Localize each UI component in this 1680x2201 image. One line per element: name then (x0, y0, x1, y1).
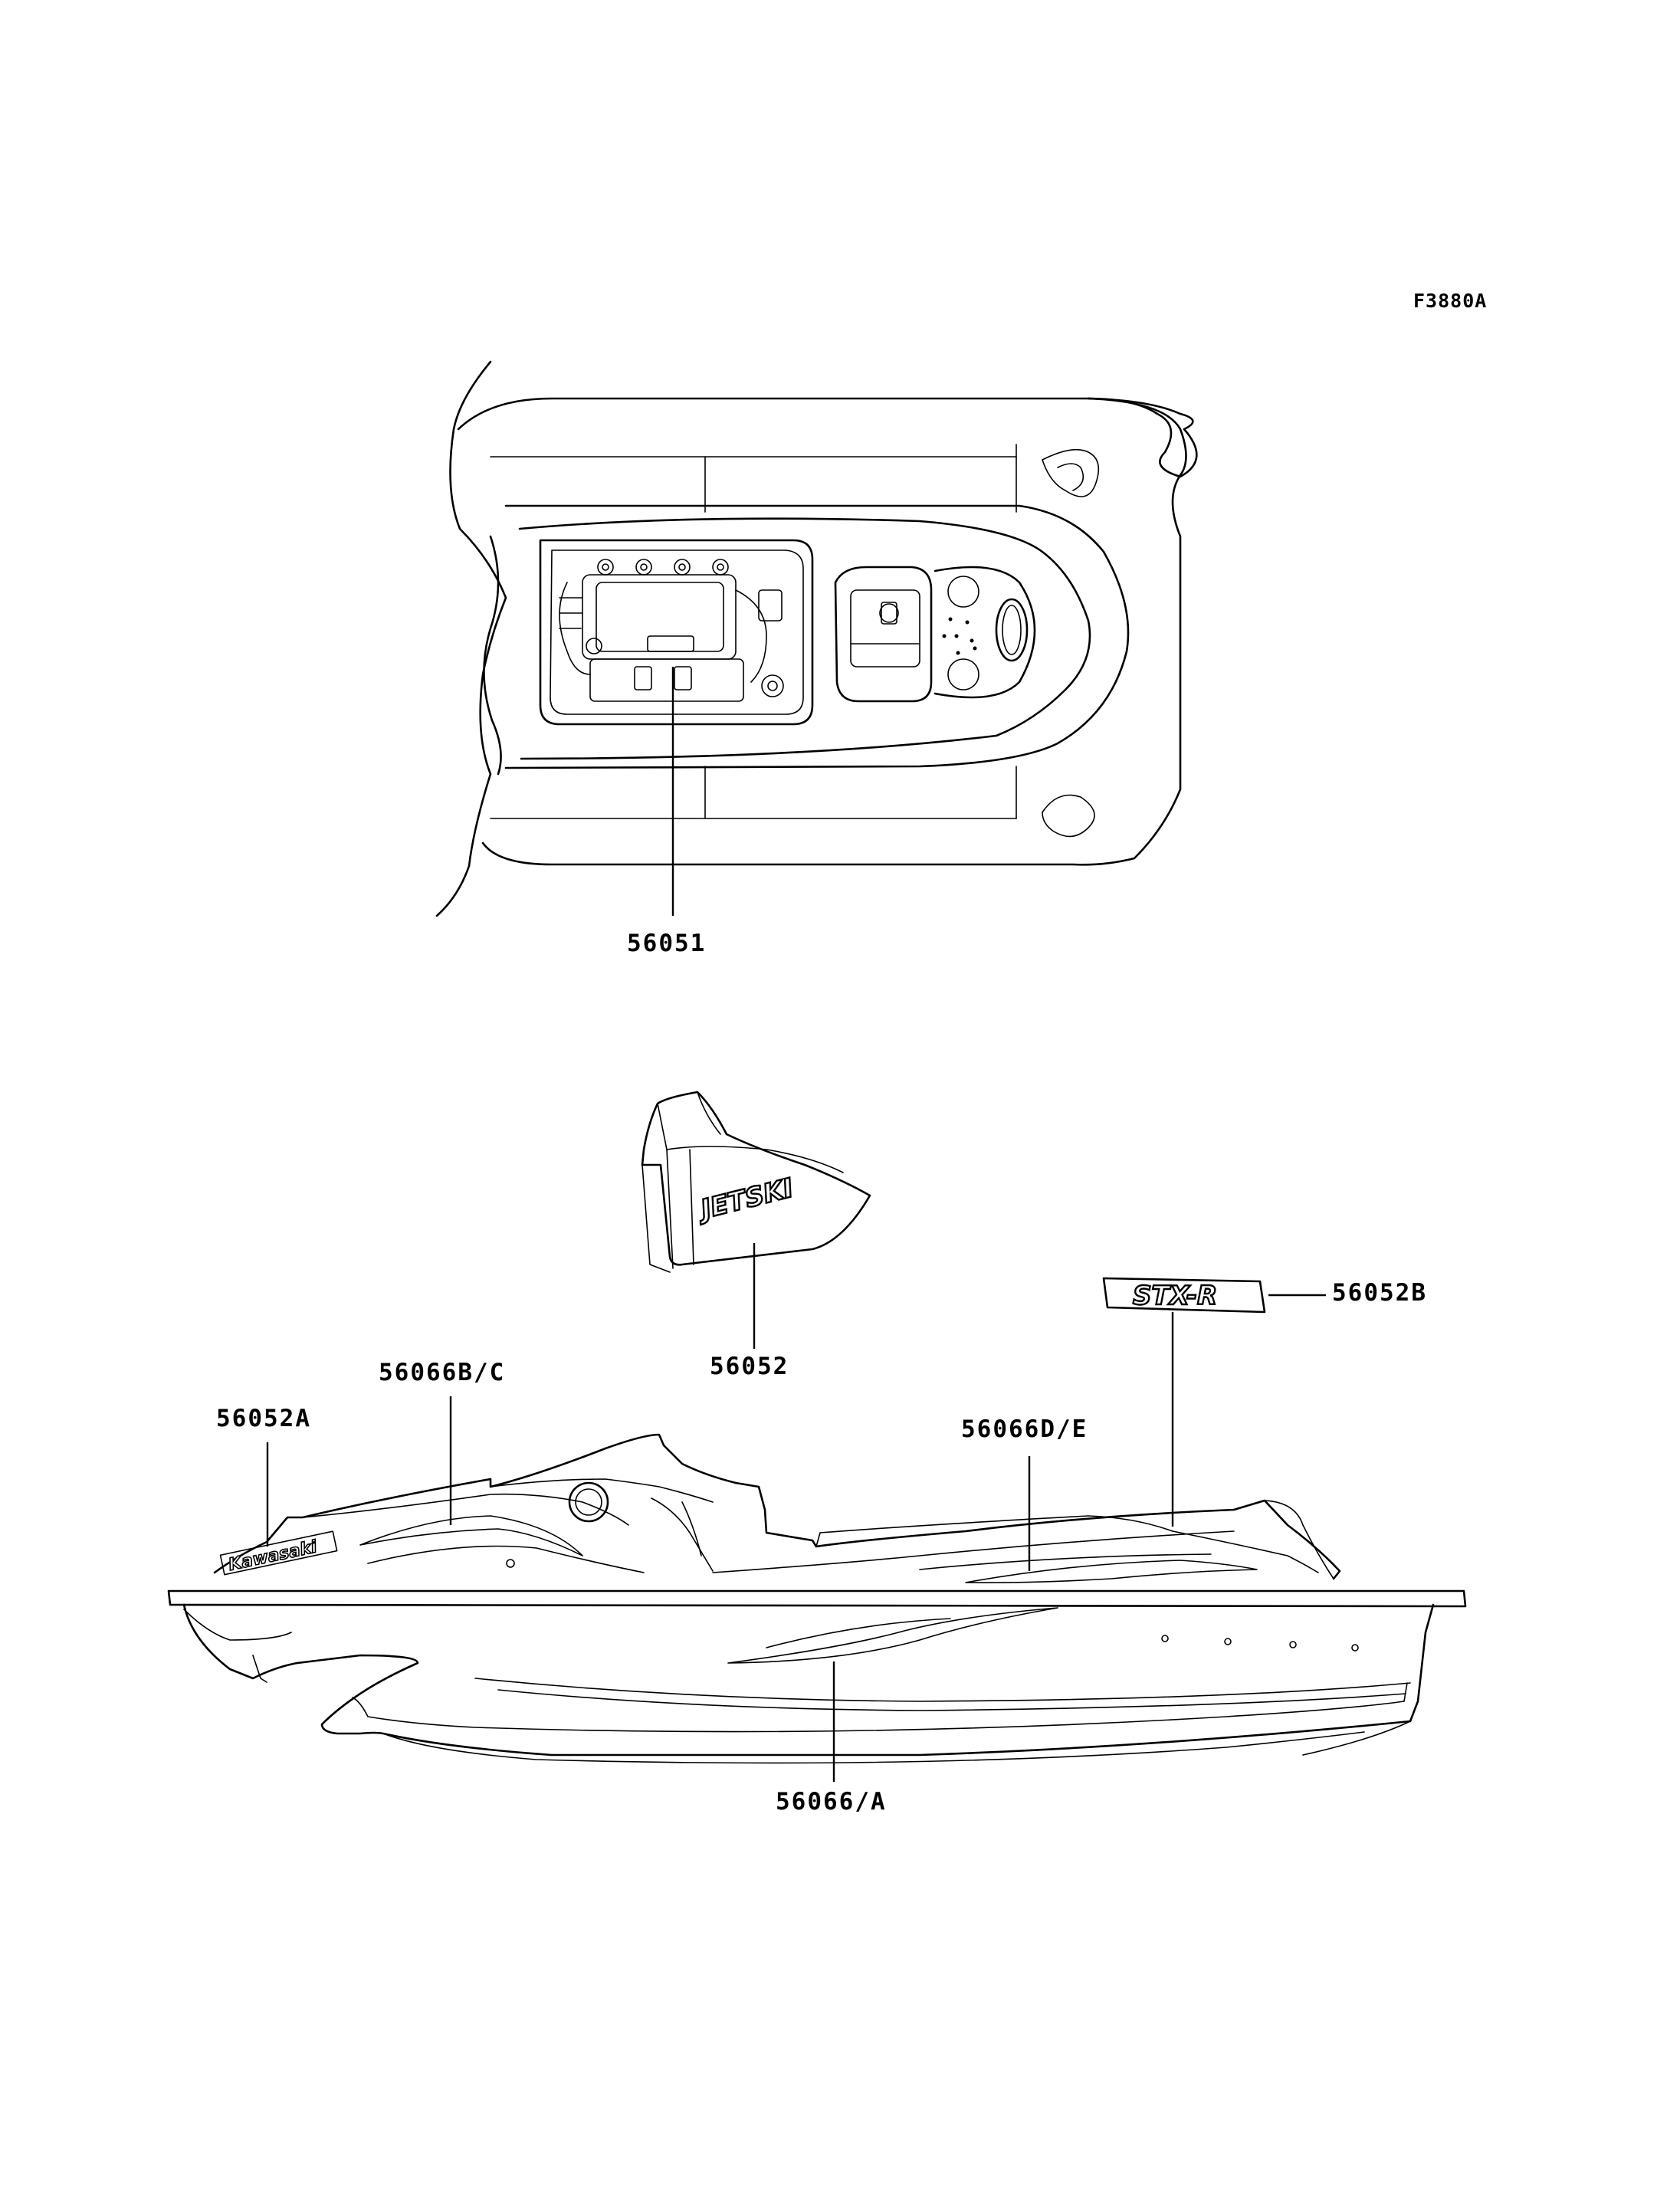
callout-56052B: 56052B (1332, 1279, 1427, 1307)
jetski-decal-text: JETSKI (694, 1173, 796, 1226)
kawasaki-decal-text: Kawasaki (227, 1537, 319, 1575)
kawasaki-decal: Kawasaki (219, 1530, 338, 1576)
callout-56051: 56051 (627, 930, 707, 957)
callout-56052: 56052 (710, 1353, 789, 1380)
callout-56066DE: 56066D/E (961, 1415, 1088, 1443)
stxr-decal-text: STX-R (1133, 1281, 1217, 1311)
top-view-hull (435, 360, 1198, 917)
engine-compartment (539, 539, 814, 726)
stxr-decal: STX-R (1102, 1277, 1266, 1314)
front-hatch (934, 566, 1036, 699)
callout-56066A: 56066/A (776, 1788, 887, 1816)
jetski-decal: JETSKI (692, 1172, 797, 1227)
side-view-hull (167, 1433, 1467, 1764)
callout-56066BC: 56066B/C (379, 1359, 506, 1386)
figure-code: F3880A (1413, 290, 1488, 312)
battery-compartment (834, 566, 933, 703)
callout-56052A: 56052A (216, 1405, 311, 1432)
seat-cowl (641, 1091, 871, 1273)
